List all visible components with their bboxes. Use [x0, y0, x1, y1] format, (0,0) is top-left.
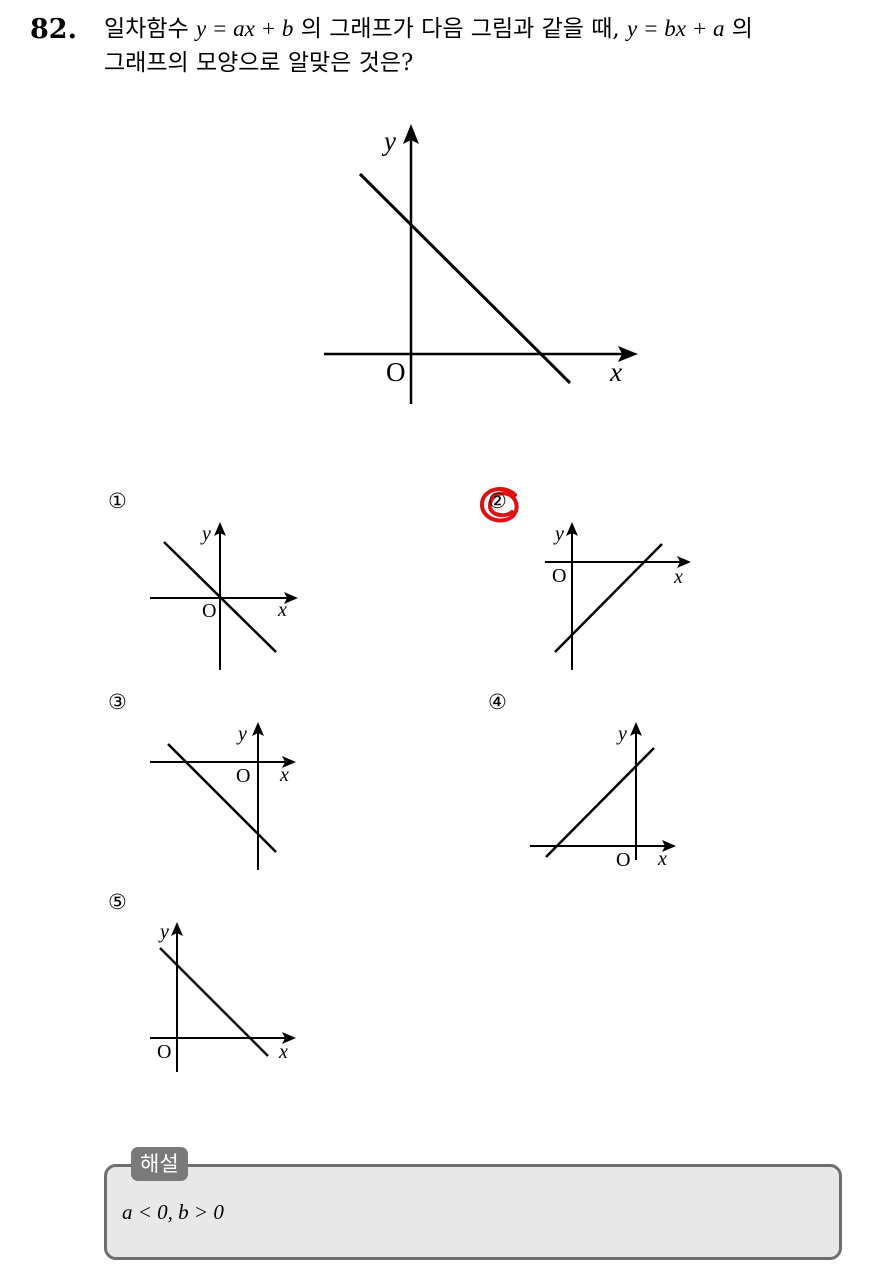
origin-label: O [552, 565, 566, 587]
question-text-line2: 그래프의 모양으로 알맞은 것은? [104, 50, 414, 76]
main-graph: y O x [324, 124, 638, 404]
question-text: 의 [724, 16, 753, 42]
y-axis-arrow-icon [171, 922, 183, 936]
explanation-box [104, 1164, 842, 1260]
y-axis-label: y [616, 723, 627, 745]
choice-2-graph[interactable]: y O x [535, 510, 705, 675]
x-axis-label: x [609, 357, 622, 387]
question-text: 의 그래프가 다음 그림과 같을 때, [293, 16, 627, 42]
x-axis-arrow-icon [618, 346, 638, 362]
origin-label: O [236, 765, 250, 787]
y-axis-label: y [236, 723, 247, 745]
question-text-line1: 일차함수 y = ax + b 의 그래프가 다음 그림과 같을 때, y = … [104, 14, 753, 44]
y-axis-label: y [553, 523, 564, 545]
y-axis-label: y [200, 523, 211, 545]
y-axis-label: y [158, 921, 169, 943]
graph-line [167, 743, 277, 853]
question-text: 일차함수 [104, 16, 196, 42]
x-axis-arrow-icon [662, 840, 676, 852]
choice-4-number[interactable]: ④ [488, 690, 507, 714]
choice-1-graph[interactable]: y O x [140, 510, 310, 675]
choice-3-graph[interactable]: y O x [140, 710, 310, 875]
explanation-tab: 해설 [131, 1147, 188, 1181]
choice-5-graph[interactable]: y O x [140, 908, 310, 1078]
graph-line [159, 947, 269, 1057]
y-axis-arrow-icon [403, 124, 419, 144]
choice-4-graph[interactable]: y O x [520, 710, 690, 875]
origin-label: O [157, 1041, 171, 1063]
origin-label: O [616, 849, 630, 871]
choice-2-number[interactable]: ② [488, 489, 507, 513]
y-axis-arrow-icon [252, 722, 264, 736]
x-axis-arrow-icon [282, 1032, 296, 1044]
choice-5-number[interactable]: ⑤ [108, 890, 127, 914]
graph-line [163, 541, 277, 653]
x-axis-arrow-icon [282, 756, 296, 768]
x-axis-label: x [673, 566, 683, 588]
x-axis-arrow-icon [677, 556, 691, 568]
graph-line [554, 543, 663, 653]
x-axis-arrow-icon [284, 592, 298, 604]
answer-mark-icon [479, 487, 519, 523]
equation-target: y = bx + a [627, 16, 725, 41]
x-axis-label: x [278, 1041, 288, 1063]
x-axis-label: x [279, 764, 289, 786]
y-axis-arrow-icon [214, 522, 226, 536]
x-axis-label: x [277, 599, 287, 621]
origin-label: O [202, 600, 216, 622]
y-axis-label: y [381, 126, 396, 156]
origin-label: O [386, 357, 406, 387]
graph-line [545, 747, 655, 858]
y-axis-arrow-icon [630, 722, 642, 736]
question-number: 82. [30, 14, 77, 45]
x-axis-label: x [657, 848, 667, 870]
choice-3-number[interactable]: ③ [108, 690, 127, 714]
y-axis-arrow-icon [566, 522, 578, 536]
graph-line [358, 172, 572, 385]
explanation-text: a < 0, b > 0 [122, 1200, 224, 1224]
equation-given: y = ax + b [195, 16, 294, 41]
choice-1-number[interactable]: ① [108, 489, 127, 513]
